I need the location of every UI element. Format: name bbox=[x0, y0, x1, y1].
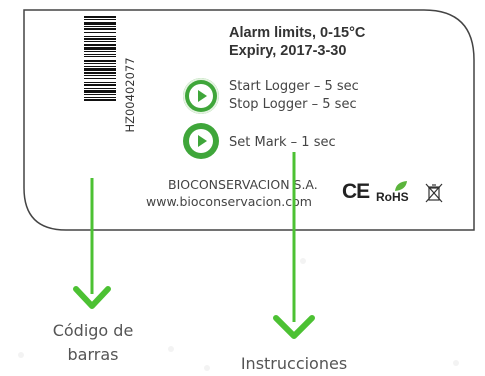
barcode-bar bbox=[84, 36, 116, 37]
barcode-bar bbox=[84, 99, 116, 101]
barcode-bar bbox=[84, 97, 116, 98]
company-name: BIOCONSERVACION S.A. bbox=[168, 177, 318, 192]
arrow-down-icon bbox=[73, 178, 111, 309]
set-mark-button[interactable] bbox=[183, 123, 219, 159]
barcode-bar bbox=[84, 19, 116, 20]
instructions-arrow bbox=[273, 152, 315, 339]
rohs-leaf-icon bbox=[395, 181, 407, 191]
rohs-icon: RoHS bbox=[376, 180, 420, 210]
barcode-bar bbox=[84, 88, 116, 89]
barcode-icon bbox=[84, 16, 116, 101]
start-logger-text: Start Logger – 5 sec bbox=[229, 79, 359, 94]
barcode-bar bbox=[84, 22, 116, 25]
instructions-caption: Instrucciones bbox=[240, 354, 348, 373]
decor-dot bbox=[204, 365, 210, 371]
barcode-bar bbox=[84, 78, 116, 79]
barcode-bar bbox=[84, 16, 116, 18]
rohs-text: RoHS bbox=[376, 190, 409, 204]
play-icon bbox=[189, 129, 213, 153]
barcode-bar bbox=[84, 82, 116, 83]
alarm-limits-text: Alarm limits, 0-15°C bbox=[229, 25, 366, 41]
barcode-bar bbox=[84, 94, 116, 95]
barcode-caption-line1: Código de bbox=[52, 321, 134, 340]
barcode-bar bbox=[84, 72, 116, 74]
barcode-bar bbox=[84, 26, 116, 27]
barcode-bar bbox=[84, 32, 116, 33]
expiry-text: Expiry, 2017-3-30 bbox=[229, 43, 347, 59]
barcode-bar bbox=[84, 75, 116, 76]
barcode-bar bbox=[84, 63, 116, 64]
barcode-bar bbox=[84, 28, 116, 30]
barcode-bar bbox=[84, 66, 116, 67]
ce-mark-icon: CE bbox=[342, 180, 370, 203]
play-icon bbox=[189, 84, 213, 108]
decor-dot bbox=[18, 352, 24, 358]
barcode-bar bbox=[84, 41, 116, 42]
set-mark-text: Set Mark – 1 sec bbox=[229, 135, 336, 150]
stop-logger-text: Stop Logger – 5 sec bbox=[229, 97, 357, 112]
barcode-bar bbox=[84, 44, 116, 46]
decor-dot bbox=[453, 360, 459, 366]
barcode-bar bbox=[84, 47, 116, 50]
start-stop-button[interactable] bbox=[183, 78, 219, 114]
company-website: www.bioconservacion.com bbox=[146, 194, 312, 209]
decor-dot bbox=[300, 258, 306, 264]
barcode-bar bbox=[84, 90, 116, 93]
barcode-bar bbox=[84, 38, 116, 40]
barcode-bar bbox=[84, 60, 116, 62]
barcode-caption-line2: barras bbox=[67, 345, 119, 364]
barcode-bar bbox=[84, 51, 116, 52]
weee-bin-icon bbox=[425, 183, 443, 203]
decor-dot bbox=[168, 346, 174, 352]
barcode-bar bbox=[84, 68, 116, 71]
barcode-bar bbox=[84, 84, 116, 86]
barcode-bar bbox=[84, 56, 116, 57]
barcode-bar bbox=[84, 54, 116, 55]
